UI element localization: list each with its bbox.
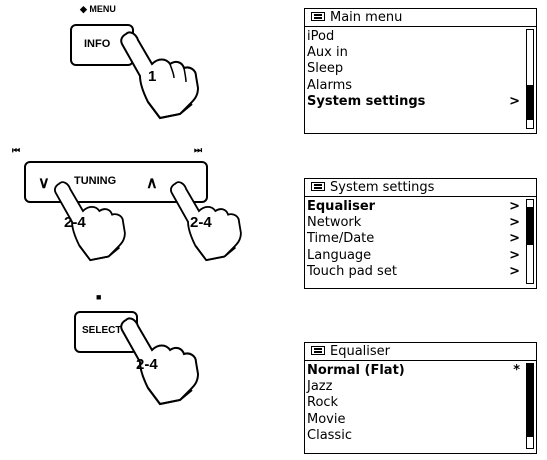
- lcd-system-settings: System settings Equaliser>Network>Time/D…: [304, 178, 537, 289]
- menu-item[interactable]: Language >: [307, 248, 522, 264]
- screen-title: System settings: [305, 179, 536, 197]
- menu-item[interactable]: Alarms: [307, 78, 522, 94]
- scrollbar-thumb[interactable]: [527, 364, 533, 437]
- scrollbar[interactable]: [526, 363, 534, 449]
- submenu-arrow-icon: >: [509, 199, 520, 215]
- selected-marker-icon: *: [513, 363, 520, 379]
- menu-item-label: Movie: [307, 412, 345, 427]
- menu-item[interactable]: Aux in: [307, 45, 522, 61]
- menu-item[interactable]: System settings >: [307, 94, 522, 110]
- menu-item-label: Rock: [307, 395, 338, 410]
- menu-item[interactable]: Time/Date >: [307, 231, 522, 247]
- scrollbar[interactable]: [526, 199, 534, 284]
- screen-title-text: Main menu: [330, 10, 402, 25]
- menu-item-label: Jazz: [307, 379, 332, 394]
- menu-item-label: Equaliser: [307, 199, 375, 214]
- screen-title: Equaliser: [305, 343, 536, 361]
- menu-icon: [311, 346, 325, 355]
- previous-track-icon: ⏮: [12, 145, 20, 156]
- step-label-tuning-left: 2-4: [64, 214, 86, 231]
- tuning-down-icon[interactable]: ∨: [38, 173, 50, 193]
- scrollbar[interactable]: [526, 29, 534, 129]
- submenu-arrow-icon: >: [509, 231, 520, 247]
- next-track-icon: ⏭: [194, 145, 202, 156]
- menu-item[interactable]: Sleep: [307, 61, 522, 77]
- screen-title-text: System settings: [330, 180, 434, 195]
- menu-item-label: Sleep: [307, 61, 343, 76]
- menu-item[interactable]: Touch pad set >: [307, 264, 522, 280]
- scrollbar-thumb[interactable]: [527, 207, 533, 245]
- submenu-arrow-icon: >: [509, 264, 520, 280]
- menu-item-label: iPod: [307, 29, 334, 44]
- menu-item[interactable]: Rock: [307, 395, 522, 411]
- tuning-up-icon[interactable]: ∧: [146, 173, 158, 193]
- screen-title-text: Equaliser: [330, 344, 390, 359]
- scrollbar-thumb[interactable]: [527, 85, 533, 120]
- menu-list: Equaliser>Network>Time/Date>Language>Tou…: [307, 199, 522, 280]
- menu-item-label: Classic: [307, 428, 352, 443]
- menu-item-label: Time/Date: [307, 231, 374, 246]
- menu-item-label: Touch pad set: [307, 264, 397, 279]
- menu-label: ◆ MENU: [80, 4, 116, 15]
- menu-item[interactable]: Jazz: [307, 379, 522, 395]
- pointing-hand-icon: [118, 30, 208, 120]
- menu-item[interactable]: Classic: [307, 428, 522, 444]
- select-button-label: SELECT: [82, 325, 121, 336]
- stop-icon: ■: [96, 292, 101, 302]
- menu-icon: [311, 182, 325, 191]
- menu-item[interactable]: iPod: [307, 29, 522, 45]
- submenu-arrow-icon: >: [509, 248, 520, 264]
- menu-item-label: System settings: [307, 94, 425, 109]
- menu-item-label: Alarms: [307, 78, 352, 93]
- step-label-tuning-right: 2-4: [190, 214, 212, 231]
- menu-item-label: Aux in: [307, 45, 348, 60]
- info-button-label: INFO: [84, 38, 110, 50]
- menu-item[interactable]: Network >: [307, 215, 522, 231]
- submenu-arrow-icon: >: [509, 94, 520, 110]
- menu-item[interactable]: Movie: [307, 412, 522, 428]
- pointing-hand-select-icon: [118, 316, 208, 406]
- menu-item[interactable]: Normal (Flat) *: [307, 363, 522, 379]
- menu-item-label: Language: [307, 248, 371, 263]
- menu-item-label: Network: [307, 215, 361, 230]
- submenu-arrow-icon: >: [509, 215, 520, 231]
- step-label-info: 1: [148, 68, 156, 85]
- menu-item[interactable]: Equaliser >: [307, 199, 522, 215]
- menu-item-label: Normal (Flat): [307, 363, 405, 378]
- step-label-select: 2-4: [136, 356, 158, 373]
- menu-icon: [311, 12, 325, 21]
- screen-title: Main menu: [305, 9, 536, 27]
